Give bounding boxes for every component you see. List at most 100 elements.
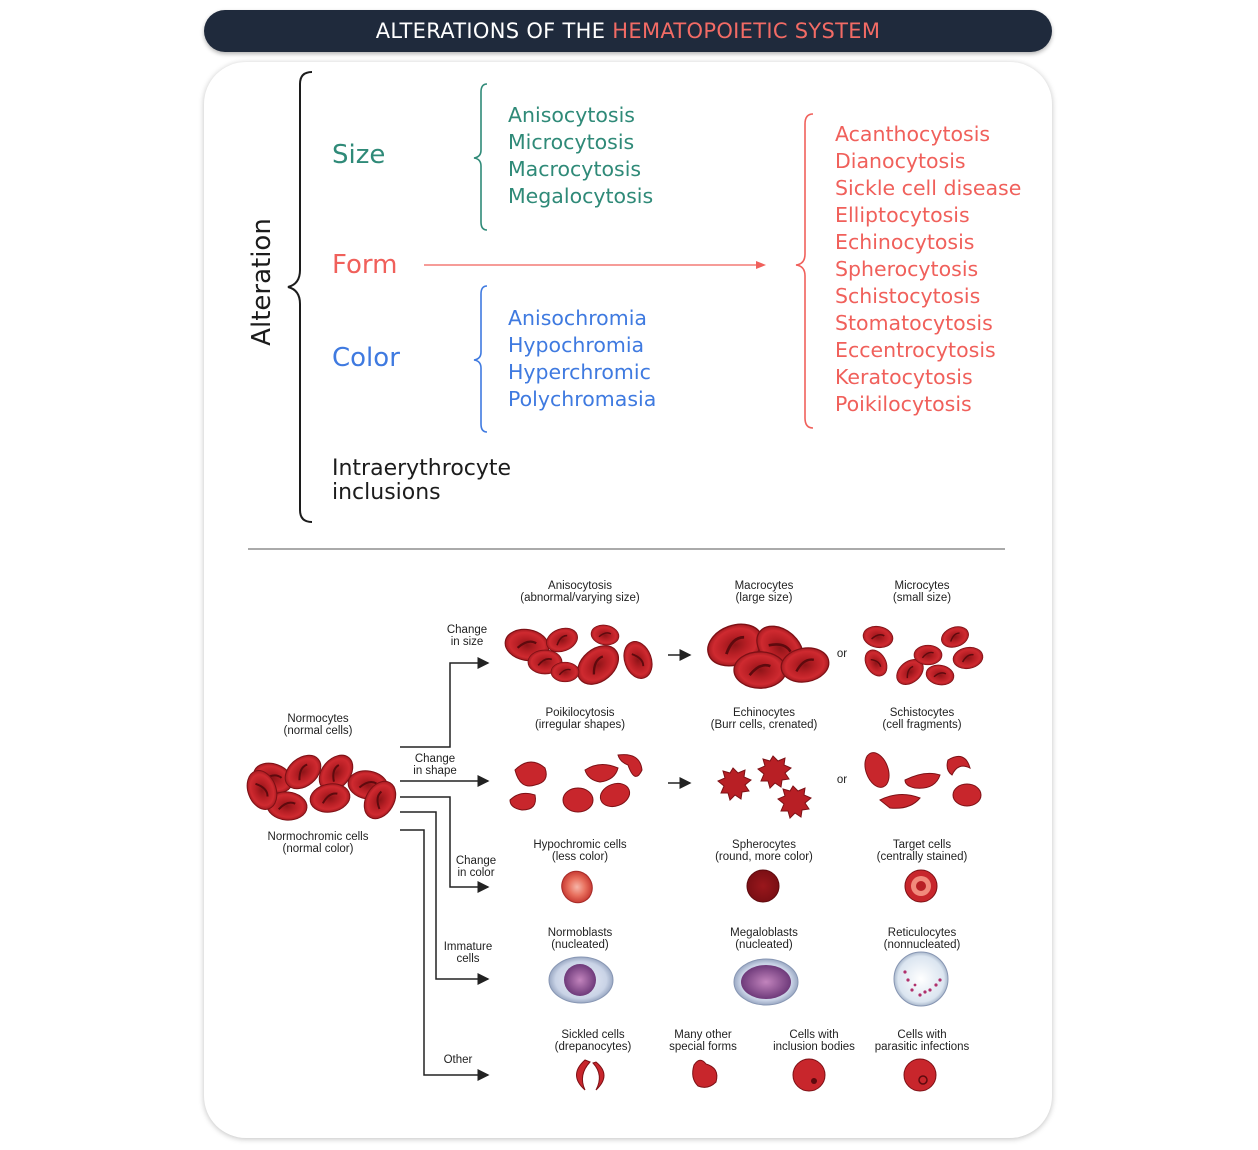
form-label: Form bbox=[332, 250, 398, 280]
schistocytes-line1: Schistocytes bbox=[889, 707, 955, 719]
size-list: Anisocytosis Microcytosis Macrocytosis M… bbox=[508, 102, 653, 210]
reticulocyte-cell bbox=[893, 951, 949, 1007]
special-forms-label: Many other special forms bbox=[669, 1029, 737, 1053]
echinocytes-cells bbox=[717, 755, 812, 819]
megaloblasts-label: Megaloblasts (nucleated) bbox=[730, 927, 798, 951]
hypochromic-line2: (less color) bbox=[551, 851, 609, 863]
reticulocytes-line1: Reticulocytes bbox=[887, 927, 957, 939]
normochromic-line1: Normochromic cells bbox=[267, 831, 369, 843]
form-item: Sickle cell disease bbox=[835, 176, 1022, 200]
branch-size-line1: Change bbox=[446, 624, 488, 636]
form-item: Echinocytosis bbox=[835, 230, 975, 254]
reticulocytes-line2: (nonnucleated) bbox=[883, 939, 961, 951]
inclusion-bodies-label: Cells with inclusion bodies bbox=[773, 1029, 855, 1053]
echinocytes-line1: Echinocytes bbox=[732, 707, 796, 719]
form-item: Stomatocytosis bbox=[835, 311, 993, 335]
normocytes-cluster bbox=[241, 747, 404, 826]
normochromic-line2: (normal color) bbox=[282, 843, 354, 855]
form-item: Eccentrocytosis bbox=[835, 338, 996, 362]
microcytes-cells bbox=[859, 622, 986, 691]
branch-color-line2: in color bbox=[457, 867, 495, 879]
normoblasts-line1: Normoblasts bbox=[547, 927, 613, 939]
form-item: Poikilocytosis bbox=[835, 392, 972, 416]
branch-lines bbox=[400, 649, 692, 1081]
echinocytes-line2: (Burr cells, crenated) bbox=[710, 719, 818, 731]
target-cells-label: Target cells (centrally stained) bbox=[877, 839, 968, 863]
hypochromic-label: Hypochromic cells (less color) bbox=[533, 839, 626, 863]
color-item: Polychromasia bbox=[508, 387, 657, 411]
parasitic-infections-line2: parasitic infections bbox=[874, 1041, 970, 1053]
spherocytes-label: Spherocytes (round, more color) bbox=[715, 839, 813, 863]
root-brace bbox=[287, 71, 313, 523]
branch-size-line2: in size bbox=[450, 636, 484, 648]
hypochromic-line1: Hypochromic cells bbox=[533, 839, 627, 851]
branch-color-line1: Change bbox=[455, 855, 497, 867]
poikilocytosis-cells bbox=[509, 754, 643, 813]
inclusion-bodies-line1: Cells with bbox=[789, 1029, 839, 1041]
color-brace bbox=[473, 285, 488, 433]
target-cells-line1: Target cells bbox=[892, 839, 952, 851]
schistocytes-label: Schistocytes (cell fragments) bbox=[882, 707, 961, 731]
sickled-cells-line2: (drepanocytes) bbox=[554, 1041, 632, 1053]
color-item: Anisochromia bbox=[508, 306, 647, 330]
form-item: Dianocytosis bbox=[835, 149, 966, 173]
title-part-main: ALTERATIONS OF THE bbox=[375, 19, 613, 43]
parasitic-infections-label: Cells with parasitic infections bbox=[875, 1029, 970, 1053]
parasitic-infections-line1: Cells with bbox=[897, 1029, 947, 1041]
size-item: Megalocytosis bbox=[508, 184, 654, 208]
megaloblasts-line2: (nucleated) bbox=[735, 939, 793, 951]
branch-shape-line1: Change bbox=[414, 753, 456, 765]
color-label: Color bbox=[332, 343, 400, 373]
normocytes-label: Normocytes (normal cells) bbox=[283, 713, 352, 737]
or-label: or bbox=[836, 774, 848, 786]
megaloblast-cell bbox=[733, 958, 799, 1006]
normoblasts-label: Normoblasts (nucleated) bbox=[548, 927, 613, 951]
branch-color-label: Change in color bbox=[456, 855, 496, 879]
branch-other-label: Other bbox=[444, 1054, 473, 1066]
size-brace bbox=[473, 83, 488, 231]
inclusions-line2: inclusions bbox=[332, 480, 441, 505]
echinocytes-label: Echinocytes (Burr cells, crenated) bbox=[711, 707, 818, 731]
reticulocytes-label: Reticulocytes (nonnucleated) bbox=[884, 927, 961, 951]
form-item: Spherocytosis bbox=[835, 257, 979, 281]
macrocytes-label: Macrocytes (large size) bbox=[735, 580, 794, 604]
branch-immature-line2: cells bbox=[456, 953, 480, 965]
poikilocytosis-line1: Poikilocytosis bbox=[545, 707, 615, 719]
normocytes-line2: (normal cells) bbox=[283, 725, 353, 737]
macrocytes-line1: Macrocytes bbox=[734, 580, 794, 592]
anisocytosis-line2: (abnormal/varying size) bbox=[520, 592, 640, 604]
color-item: Hypochromia bbox=[508, 333, 645, 357]
branch-shape-line2: in shape bbox=[413, 765, 457, 777]
branch-immature-line1: Immature bbox=[443, 941, 493, 953]
spherocyte-cell bbox=[746, 869, 780, 903]
normoblast-cell bbox=[548, 956, 614, 1004]
form-item: Acanthocytosis bbox=[835, 122, 991, 146]
sickled-cells-label: Sickled cells (drepanocytes) bbox=[555, 1029, 632, 1053]
megaloblasts-line1: Megaloblasts bbox=[730, 927, 798, 939]
sickled-cells bbox=[576, 1059, 605, 1091]
macrocytes-cells bbox=[700, 615, 833, 690]
inclusion-body-cell bbox=[792, 1058, 826, 1092]
branch-other-line1: Other bbox=[443, 1054, 473, 1066]
anisocytosis-cells bbox=[501, 622, 658, 694]
page-title: ALTERATIONS OF THE HEMATOPOIETIC SYSTEM bbox=[204, 10, 1052, 52]
normochromic-label: Normochromic cells (normal color) bbox=[268, 831, 369, 855]
microcytes-line1: Microcytes bbox=[894, 580, 950, 592]
microcytes-line2: (small size) bbox=[892, 592, 952, 604]
microcytes-label: Microcytes (small size) bbox=[893, 580, 951, 604]
normoblasts-line2: (nucleated) bbox=[551, 939, 609, 951]
size-item: Macrocytosis bbox=[508, 157, 642, 181]
special-forms-line2: special forms bbox=[669, 1041, 737, 1053]
poikilocytosis-line2: (irregular shapes) bbox=[534, 719, 626, 731]
spherocytes-line1: Spherocytes bbox=[732, 839, 796, 851]
special-form-cell bbox=[692, 1059, 718, 1088]
size-item: Anisocytosis bbox=[508, 103, 635, 127]
anisocytosis-line1: Anisocytosis bbox=[548, 580, 612, 592]
poikilocytosis-label: Poikilocytosis (irregular shapes) bbox=[535, 707, 625, 731]
inclusions-label: Intraerythrocyte inclusions bbox=[332, 457, 511, 505]
anisocytosis-label: Anisocytosis (abnormal/varying size) bbox=[520, 580, 640, 604]
title-part-accent: HEMATOPOIETIC SYSTEM bbox=[612, 19, 881, 43]
spherocytes-line2: (round, more color) bbox=[715, 851, 813, 863]
size-item: Microcytosis bbox=[508, 130, 635, 154]
